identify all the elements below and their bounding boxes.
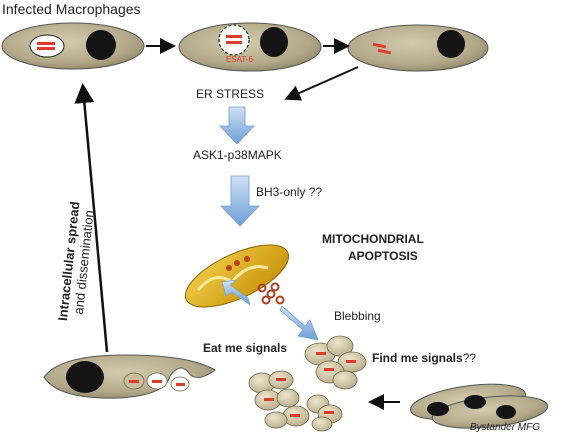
infected-macrophage-1	[1, 22, 145, 70]
arrow-ask1-to-bh3	[220, 175, 260, 227]
arrow-er-to-ask1	[219, 106, 255, 145]
infected-macrophage-2	[178, 22, 322, 72]
mito-apoptosis-line1: MITOCHONDRIAL	[322, 232, 424, 246]
mitochondrion	[184, 244, 290, 308]
find-me-signals-question: ??	[462, 351, 477, 365]
apoptotic-blebs-upper	[304, 335, 367, 390]
macrophage-spread	[43, 354, 216, 399]
esat6-label: ESAT-6	[226, 55, 253, 64]
arrow-mito-left	[221, 279, 251, 306]
find-me-signals-label: Find me signals??	[372, 351, 476, 365]
infected-macrophage-3	[347, 24, 489, 72]
find-me-signals-bold: Find me signals	[372, 351, 463, 365]
cytochrome-release	[257, 282, 285, 305]
eat-me-signals-label: Eat me signals	[203, 341, 288, 355]
arrow-spread-up	[74, 83, 109, 353]
mito-apoptosis-line2: APOPTOSIS	[348, 249, 418, 263]
arrow-to-er-stress	[284, 66, 359, 101]
arrow-to-blebbing	[279, 305, 319, 341]
diagram-title: Infected Macrophages	[2, 1, 141, 17]
bh3-label: BH3-only ??	[256, 185, 323, 199]
er-stress-label: ER STRESS	[196, 87, 265, 101]
blebbing-label: Blebbing	[334, 309, 381, 323]
bystander-label: Bystander MFG	[470, 422, 541, 433]
apoptotic-blebs-lower	[248, 370, 343, 432]
ask1-label: ASK1-p38MAPK	[193, 148, 282, 162]
bystander-macrophages	[410, 383, 549, 429]
